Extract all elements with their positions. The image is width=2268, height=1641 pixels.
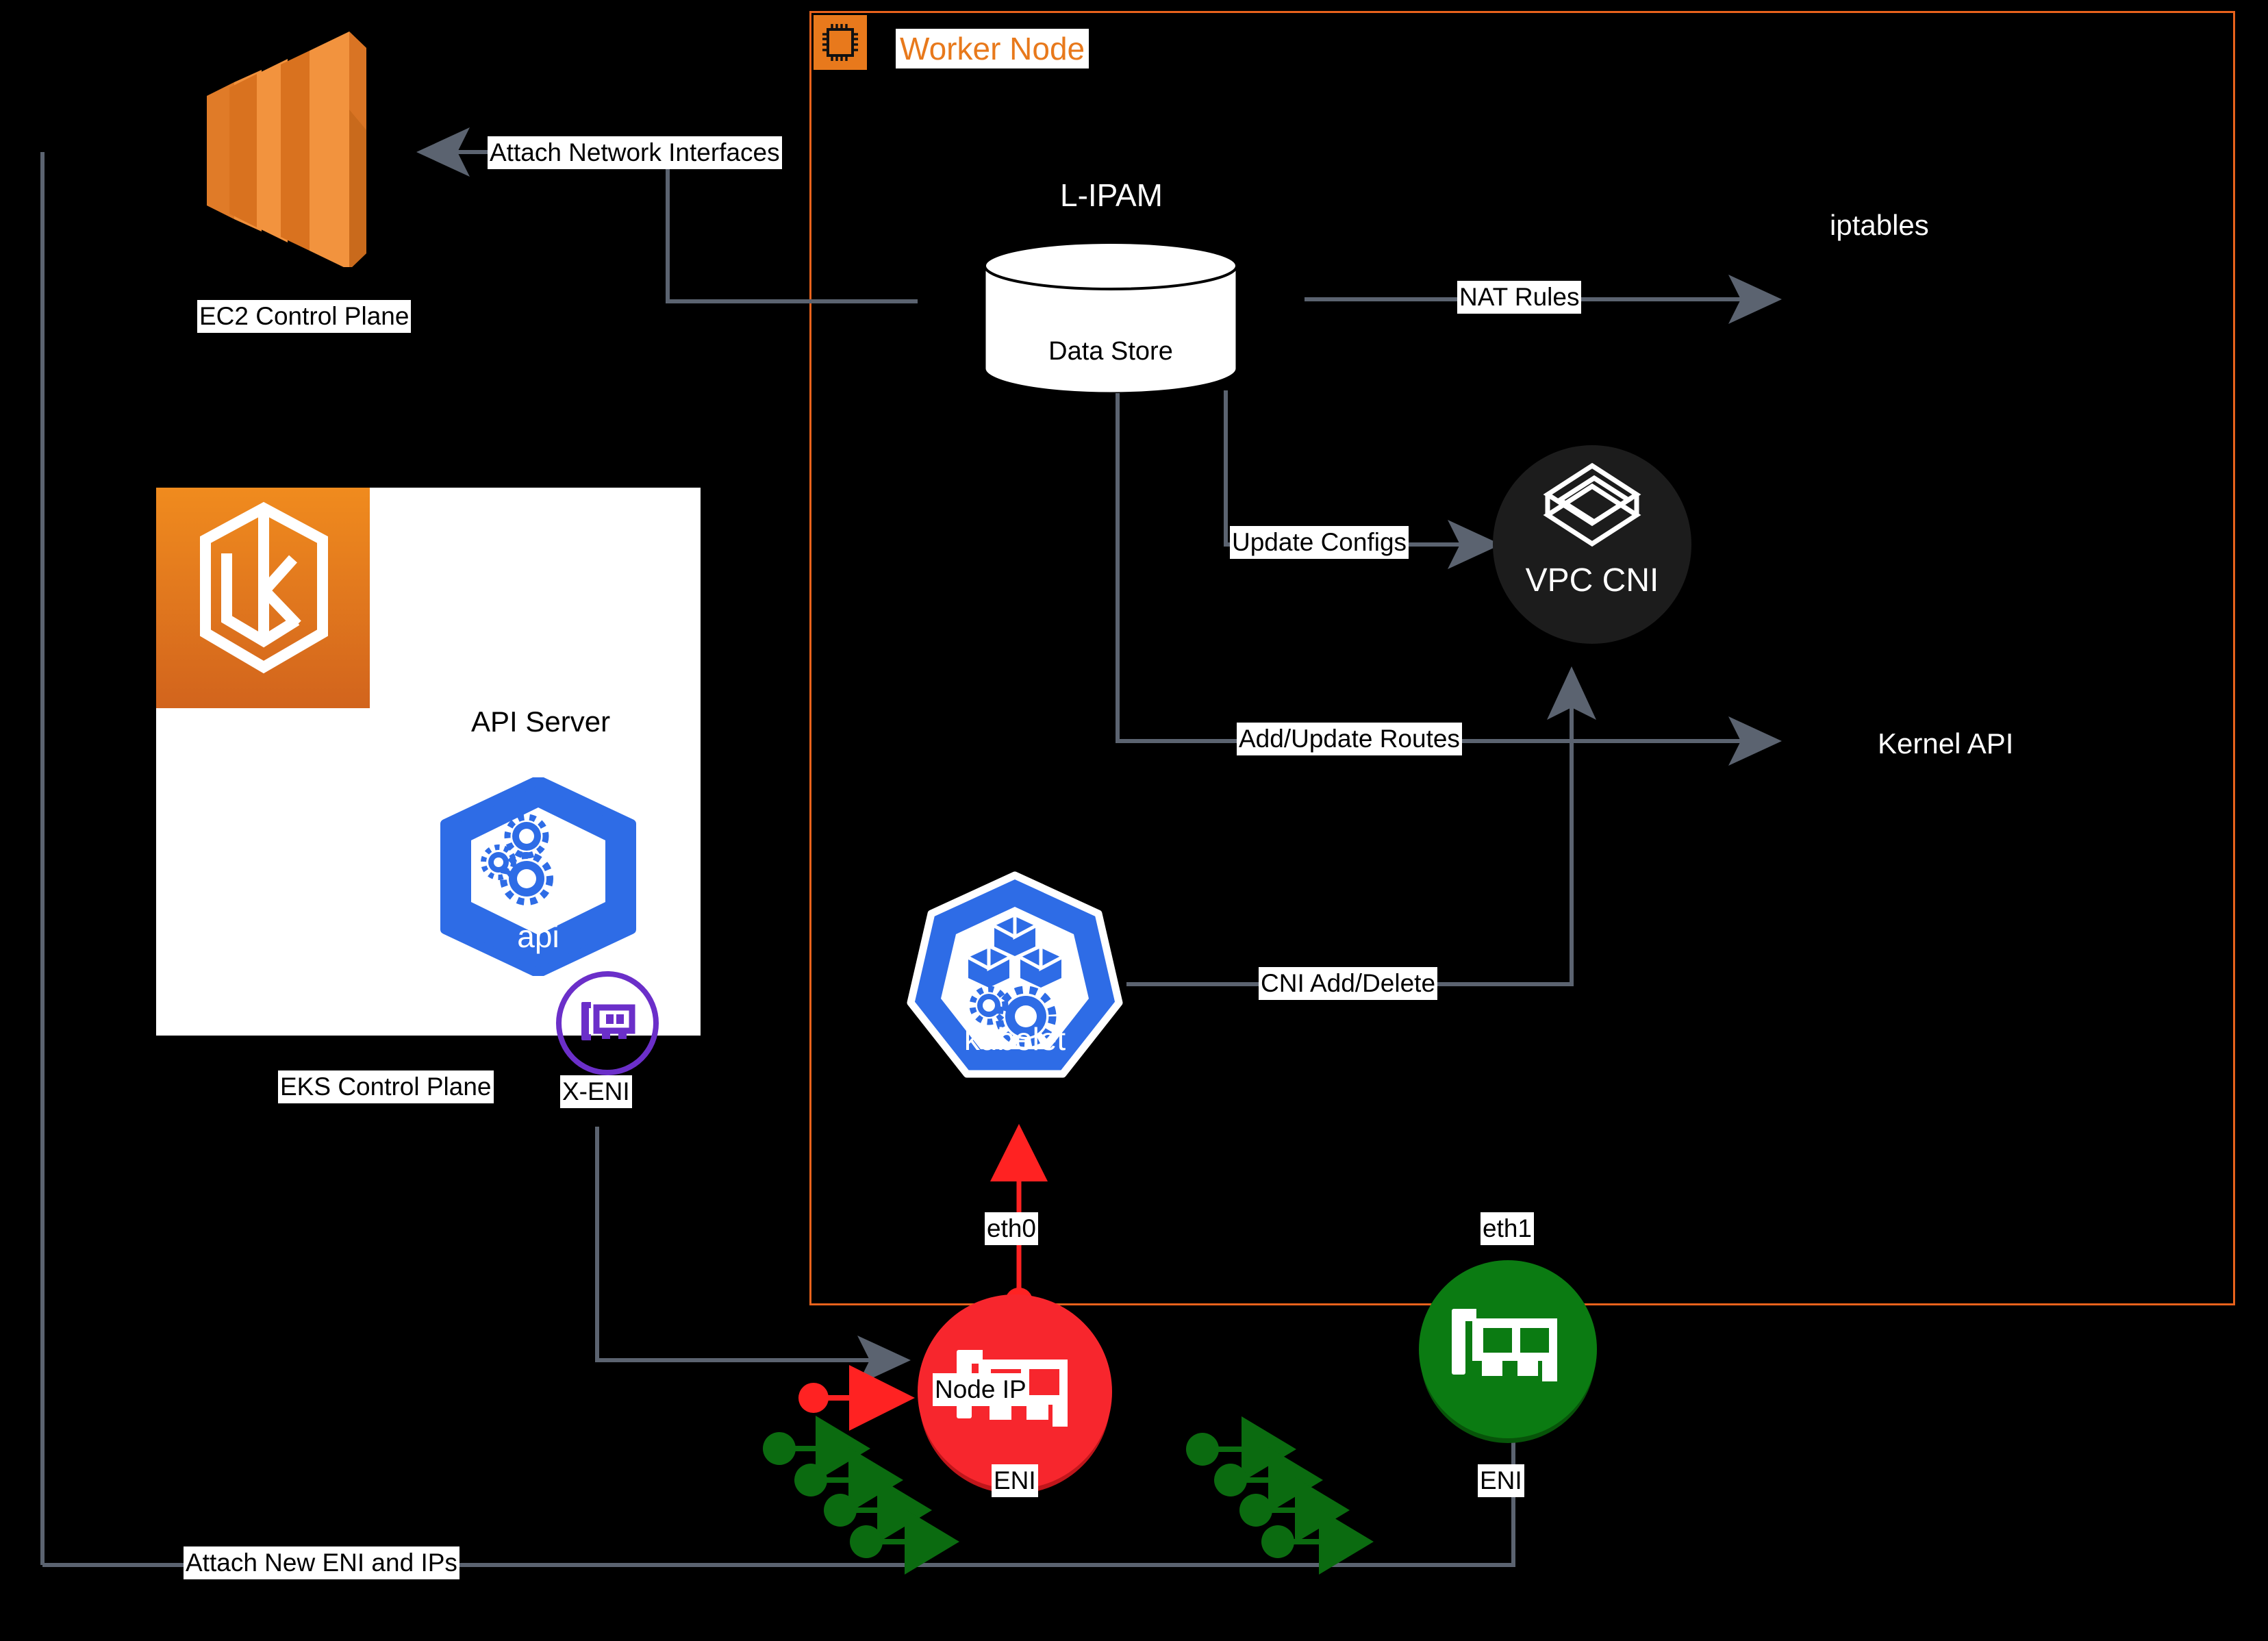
kubelet-label: kubelet [963,1021,1066,1057]
eth1-eni-label: ENI [1478,1464,1524,1497]
cpu-chip-icon [814,15,867,70]
node-ip-source-dot [798,1383,829,1413]
edge-label-update-configs: Update Configs [1230,526,1409,559]
ip-flow-group-eth1 [1186,1416,1374,1575]
eks-control-plane-label: EKS Control Plane [278,1070,494,1103]
k8s-api-glyph [440,775,636,978]
worker-node-title: Worker Node [896,29,1089,68]
vpc-cni-label: VPC CNI [1525,562,1659,599]
eni-eth1-node[interactable] [1419,1260,1597,1438]
ec2-instances-icon[interactable] [192,21,425,270]
edge-label-nat-rules: NAT Rules [1457,281,1582,314]
kubelet-node[interactable]: kubelet [905,871,1124,1090]
edge-label-add-update-routes: Add/Update Routes [1237,723,1462,755]
eks-panel-content: API Server [156,488,701,1036]
iptables-label: iptables [1830,209,1929,241]
api-server-hexagon[interactable]: api [429,775,648,978]
eth0-name-label: Node IP [933,1373,1029,1406]
ip-flow-group-eth0 [763,1416,959,1575]
eks-hexagon-k-icon[interactable] [156,488,370,708]
layered-diamond-icon [1543,462,1641,547]
eth1-nic-label: eth1 [1480,1212,1535,1245]
edge-label-attach-new-eni-and-ips: Attach New ENI and IPs [184,1546,459,1579]
ec2-instances-glyph [207,32,366,270]
vpc-cni-node[interactable]: VPC CNI [1493,445,1691,644]
api-hexagon-label: api [517,918,559,954]
edge-label-attach-network-interfaces: Attach Network Interfaces [488,136,782,169]
l-ipam-datastore[interactable]: Data Store [982,241,1239,394]
edge-label-cni-add-delete: CNI Add/Delete [1259,967,1438,1000]
cylinder-database-icon [983,241,1238,394]
worker-node-boundary [809,11,2235,1305]
x-eni-badge[interactable] [556,971,659,1075]
network-interface-card-icon [1452,1309,1557,1381]
kernel-api-label: Kernel API [1878,727,2014,760]
api-server-label: API Server [471,705,611,738]
datastore-label: Data Store [1048,337,1173,366]
cpu-chip-glyph [822,24,858,61]
l-ipam-title: L-IPAM [1060,177,1163,213]
network-interface-card-icon [581,1002,635,1040]
x-eni-label: X-ENI [560,1075,632,1108]
eth0-eni-label: ENI [992,1464,1038,1497]
eth0-nic-label: eth0 [985,1212,1039,1245]
eks-logo-glyph [156,488,370,708]
kubelet-glyph [907,871,1123,1078]
ec2-control-plane-label: EC2 Control Plane [197,300,412,333]
